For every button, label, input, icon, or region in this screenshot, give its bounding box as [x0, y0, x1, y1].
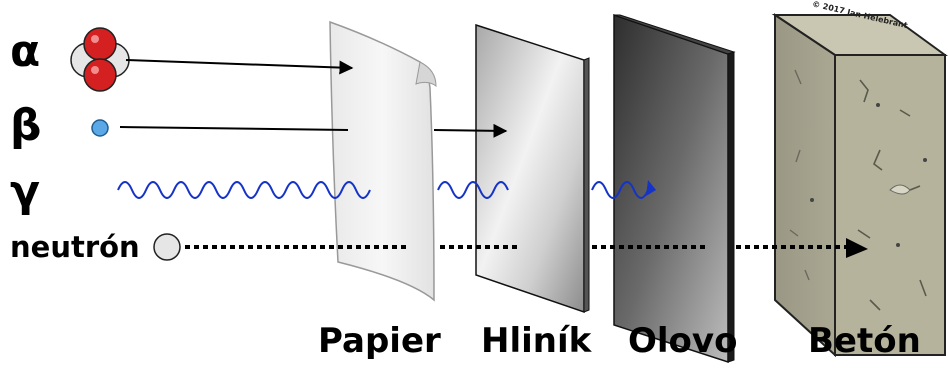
label-paper: Papier	[318, 321, 441, 361]
label-lead: Olovo	[628, 321, 738, 361]
gamma-wave-3	[591, 181, 649, 199]
gamma-wave-2	[437, 181, 509, 199]
gamma-wave-1	[117, 181, 371, 199]
beta-line	[119, 126, 349, 131]
concrete-block	[771, 13, 948, 358]
aluminium-plate	[475, 23, 590, 314]
label-beta: β	[10, 100, 42, 151]
lead-plate	[613, 13, 736, 364]
label-aluminium: Hliník	[481, 321, 592, 361]
label-concrete: Betón	[808, 321, 921, 361]
gamma-arrowhead	[646, 180, 656, 196]
beta-arrow	[433, 123, 508, 138]
label-gamma: γ	[10, 166, 40, 217]
label-alpha: α	[10, 26, 41, 77]
beta-electron	[91, 119, 109, 137]
neutron-particle	[153, 233, 181, 261]
label-neutron: neutrón	[10, 230, 140, 264]
alpha-arrow	[125, 59, 354, 75]
paper-sheet	[329, 20, 437, 302]
alpha-particle	[70, 27, 130, 92]
neutron-arrowhead	[846, 238, 868, 258]
